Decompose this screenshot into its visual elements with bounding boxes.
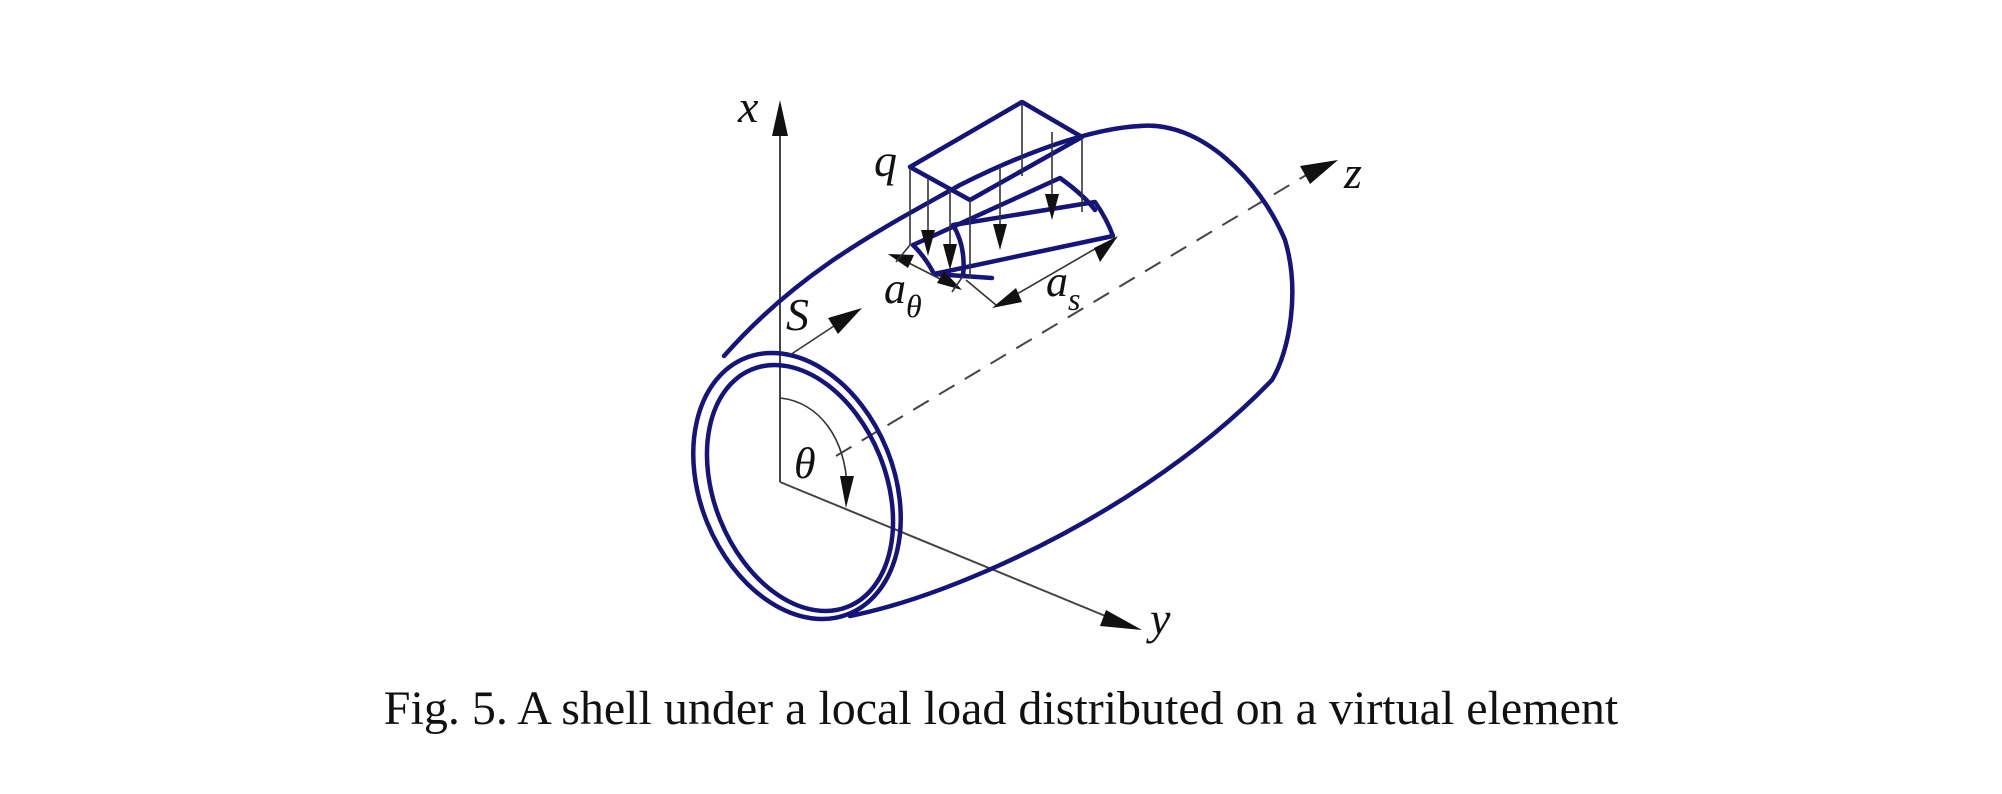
load-label-q: q	[874, 135, 897, 186]
arc-coordinate-label-s: S	[786, 289, 809, 340]
z-axis-line	[835, 173, 1309, 457]
element-width-label: aθ	[884, 264, 922, 324]
s-direction-line	[789, 321, 841, 356]
load-arrow-3-head	[993, 224, 1007, 250]
dim-a-theta	[888, 244, 964, 293]
z-axis-label: z	[1343, 147, 1362, 198]
shell-far-end	[1137, 123, 1295, 383]
load-arrow-2-head	[943, 244, 957, 270]
load-arrows	[921, 132, 1059, 270]
dim-a-s-line	[1009, 245, 1101, 299]
y-axis-label: y	[1146, 593, 1171, 644]
x-axis-arrowhead	[772, 100, 788, 136]
dim-a-s-head-left	[992, 288, 1022, 308]
coordinate-axes	[772, 100, 1338, 630]
dim-a-theta-line	[902, 259, 947, 283]
element-length-label: as	[1046, 257, 1080, 317]
z-axis-arrowhead	[1300, 160, 1338, 184]
dim-a-s-ext-1	[965, 279, 997, 306]
y-axis-arrowhead	[1100, 610, 1142, 630]
cylindrical-shell	[691, 123, 1295, 622]
theta-arc-arrow	[779, 397, 848, 489]
dim-a-s-ext-2	[1111, 235, 1114, 239]
dim-a-s-head-right	[1094, 236, 1118, 262]
element-width-label-base: a	[884, 264, 906, 313]
shell-bottom-generator	[847, 377, 1275, 619]
element-length-label-sub: s	[1068, 281, 1080, 317]
y-axis-line	[779, 481, 1121, 623]
dim-a-theta-ext-2	[951, 275, 964, 293]
load-arrow-1-head	[921, 230, 935, 256]
figure-caption: Fig. 5. A shell under a local load distr…	[384, 682, 1619, 735]
theta-arrowhead	[840, 476, 854, 508]
element-length-label-base: a	[1046, 257, 1068, 306]
dim-a-theta-head-left	[888, 254, 914, 268]
load-box	[907, 99, 1085, 278]
dim-a-theta-ext-1	[895, 244, 911, 263]
load-arrow-4-head	[1045, 194, 1059, 220]
element-width-label-sub: θ	[906, 288, 922, 324]
x-axis-label: x	[737, 81, 759, 132]
angle-label-theta: θ	[794, 439, 816, 488]
shell-top-generator	[721, 123, 1143, 359]
element-front-edge	[910, 175, 1098, 248]
load-top-face	[907, 99, 1085, 203]
s-direction-arrowhead	[828, 308, 862, 334]
shell-end-rim-inner	[704, 362, 896, 614]
shell-end-rim-outer	[691, 350, 903, 622]
dim-a-s	[965, 235, 1118, 308]
element-outline	[910, 199, 1116, 279]
